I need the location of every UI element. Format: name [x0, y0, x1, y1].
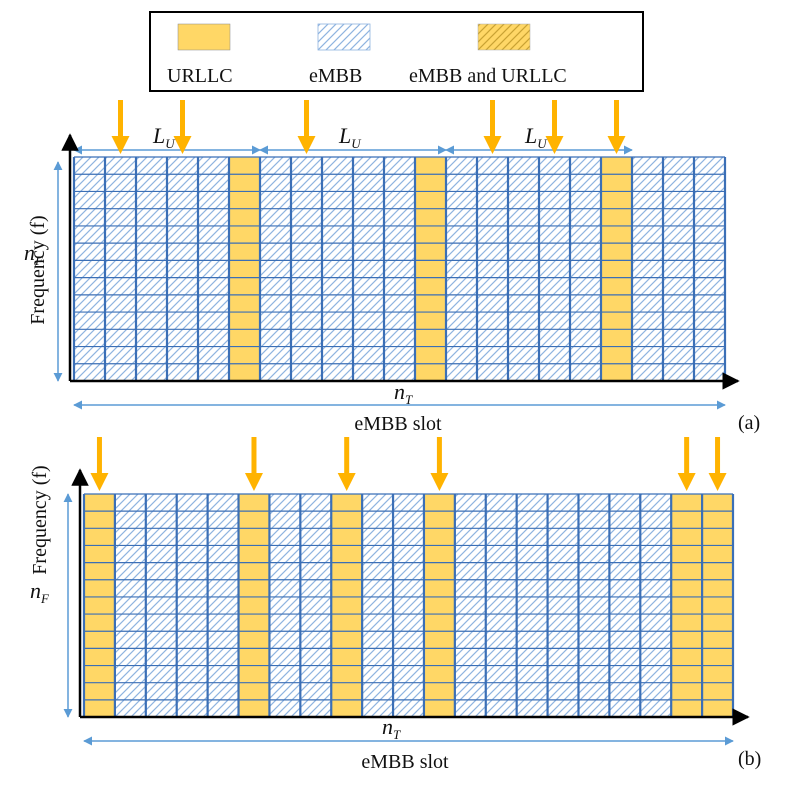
embb-column — [547, 494, 579, 717]
legend-swatch-embb — [317, 23, 371, 51]
arrival-arrow-head — [483, 136, 502, 154]
arrival-arrow-head — [430, 473, 449, 491]
embb-column — [300, 494, 332, 717]
embb-column — [508, 157, 539, 381]
lu-label: LU — [338, 123, 362, 151]
embb-column — [446, 157, 477, 381]
embb-column — [198, 157, 229, 381]
embb-column — [176, 494, 208, 717]
nf-label-b: nF — [30, 578, 50, 606]
embb-column — [477, 157, 508, 381]
embb-column — [393, 494, 424, 717]
panel-b: Frequency (f) nF nT eMBB slot (b) — [29, 437, 761, 773]
urllc-arrivals-b — [90, 437, 727, 491]
legend-label-both: eMBB and URLLC — [409, 65, 567, 87]
embb-column — [663, 157, 694, 381]
panel-a: LU LU LU Frequency (f) nF nT eMBB slot (a) — [24, 100, 760, 435]
lu-label: LU — [152, 123, 176, 151]
embb-column — [269, 494, 301, 717]
urllc-column — [238, 494, 270, 717]
lu-markers-a: LU LU LU — [73, 123, 633, 155]
embb-column — [539, 157, 570, 381]
legend-label-embb: eMBB — [309, 65, 362, 87]
embb-column — [640, 494, 672, 717]
embb-column — [322, 157, 353, 381]
embb-column — [694, 157, 725, 381]
arrival-arrow-head — [173, 136, 192, 154]
slot-label-a: eMBB slot — [354, 413, 442, 435]
arrival-arrow-head — [677, 473, 696, 491]
nt-label-b: nT — [382, 714, 401, 742]
lu-label: LU — [524, 123, 548, 151]
urllc-column — [229, 157, 260, 381]
arrival-arrow-head — [708, 473, 727, 491]
embb-column — [74, 157, 105, 381]
arrival-arrow-head — [607, 136, 626, 154]
embb-column — [454, 494, 486, 717]
embb-column — [632, 157, 663, 381]
embb-column — [105, 157, 136, 381]
arrival-arrow-head — [545, 136, 564, 154]
urllc-column — [671, 494, 703, 717]
arrival-arrow-head — [111, 136, 130, 154]
legend-label-urllc: URLLC — [167, 65, 233, 87]
embb-column — [145, 494, 177, 717]
nf-label-a: nF — [24, 240, 44, 268]
urllc-arrivals-a — [111, 100, 626, 154]
embb-column — [207, 494, 239, 717]
legend-frame — [149, 11, 644, 92]
embb-column — [114, 494, 146, 717]
urllc-column — [84, 494, 115, 717]
arrival-arrow-head — [337, 473, 356, 491]
embb-column — [167, 157, 198, 381]
embb-column — [485, 494, 517, 717]
nt-label-a: nT — [394, 379, 413, 407]
embb-column — [291, 157, 322, 381]
embb-column — [353, 157, 384, 381]
arrival-arrow-head — [90, 473, 109, 491]
embb-column — [578, 494, 610, 717]
legend-swatch-both — [477, 23, 531, 51]
arrival-arrow-head — [244, 473, 263, 491]
panel-tag-b: (b) — [738, 748, 761, 770]
frequency-label-a: Frequency (f) — [27, 215, 49, 324]
urllc-column — [423, 494, 455, 717]
arrival-arrow-head — [297, 136, 316, 154]
legend: URLLC eMBB eMBB and URLLC — [149, 11, 644, 92]
urllc-column — [415, 157, 446, 381]
embb-column — [609, 494, 641, 717]
embb-column — [362, 494, 394, 717]
embb-column — [260, 157, 291, 381]
frequency-label-b: Frequency (f) — [29, 465, 51, 574]
resource-grid-b — [82, 493, 735, 718]
urllc-column — [601, 157, 632, 381]
urllc-column — [331, 494, 363, 717]
resource-grid-a — [72, 156, 727, 382]
urllc-column — [702, 494, 733, 717]
legend-swatch-urllc — [177, 23, 231, 51]
embb-column — [516, 494, 548, 717]
panel-tag-a: (a) — [738, 412, 760, 434]
embb-column — [136, 157, 167, 381]
slot-label-b: eMBB slot — [361, 751, 449, 773]
embb-column — [570, 157, 601, 381]
embb-column — [384, 157, 415, 381]
